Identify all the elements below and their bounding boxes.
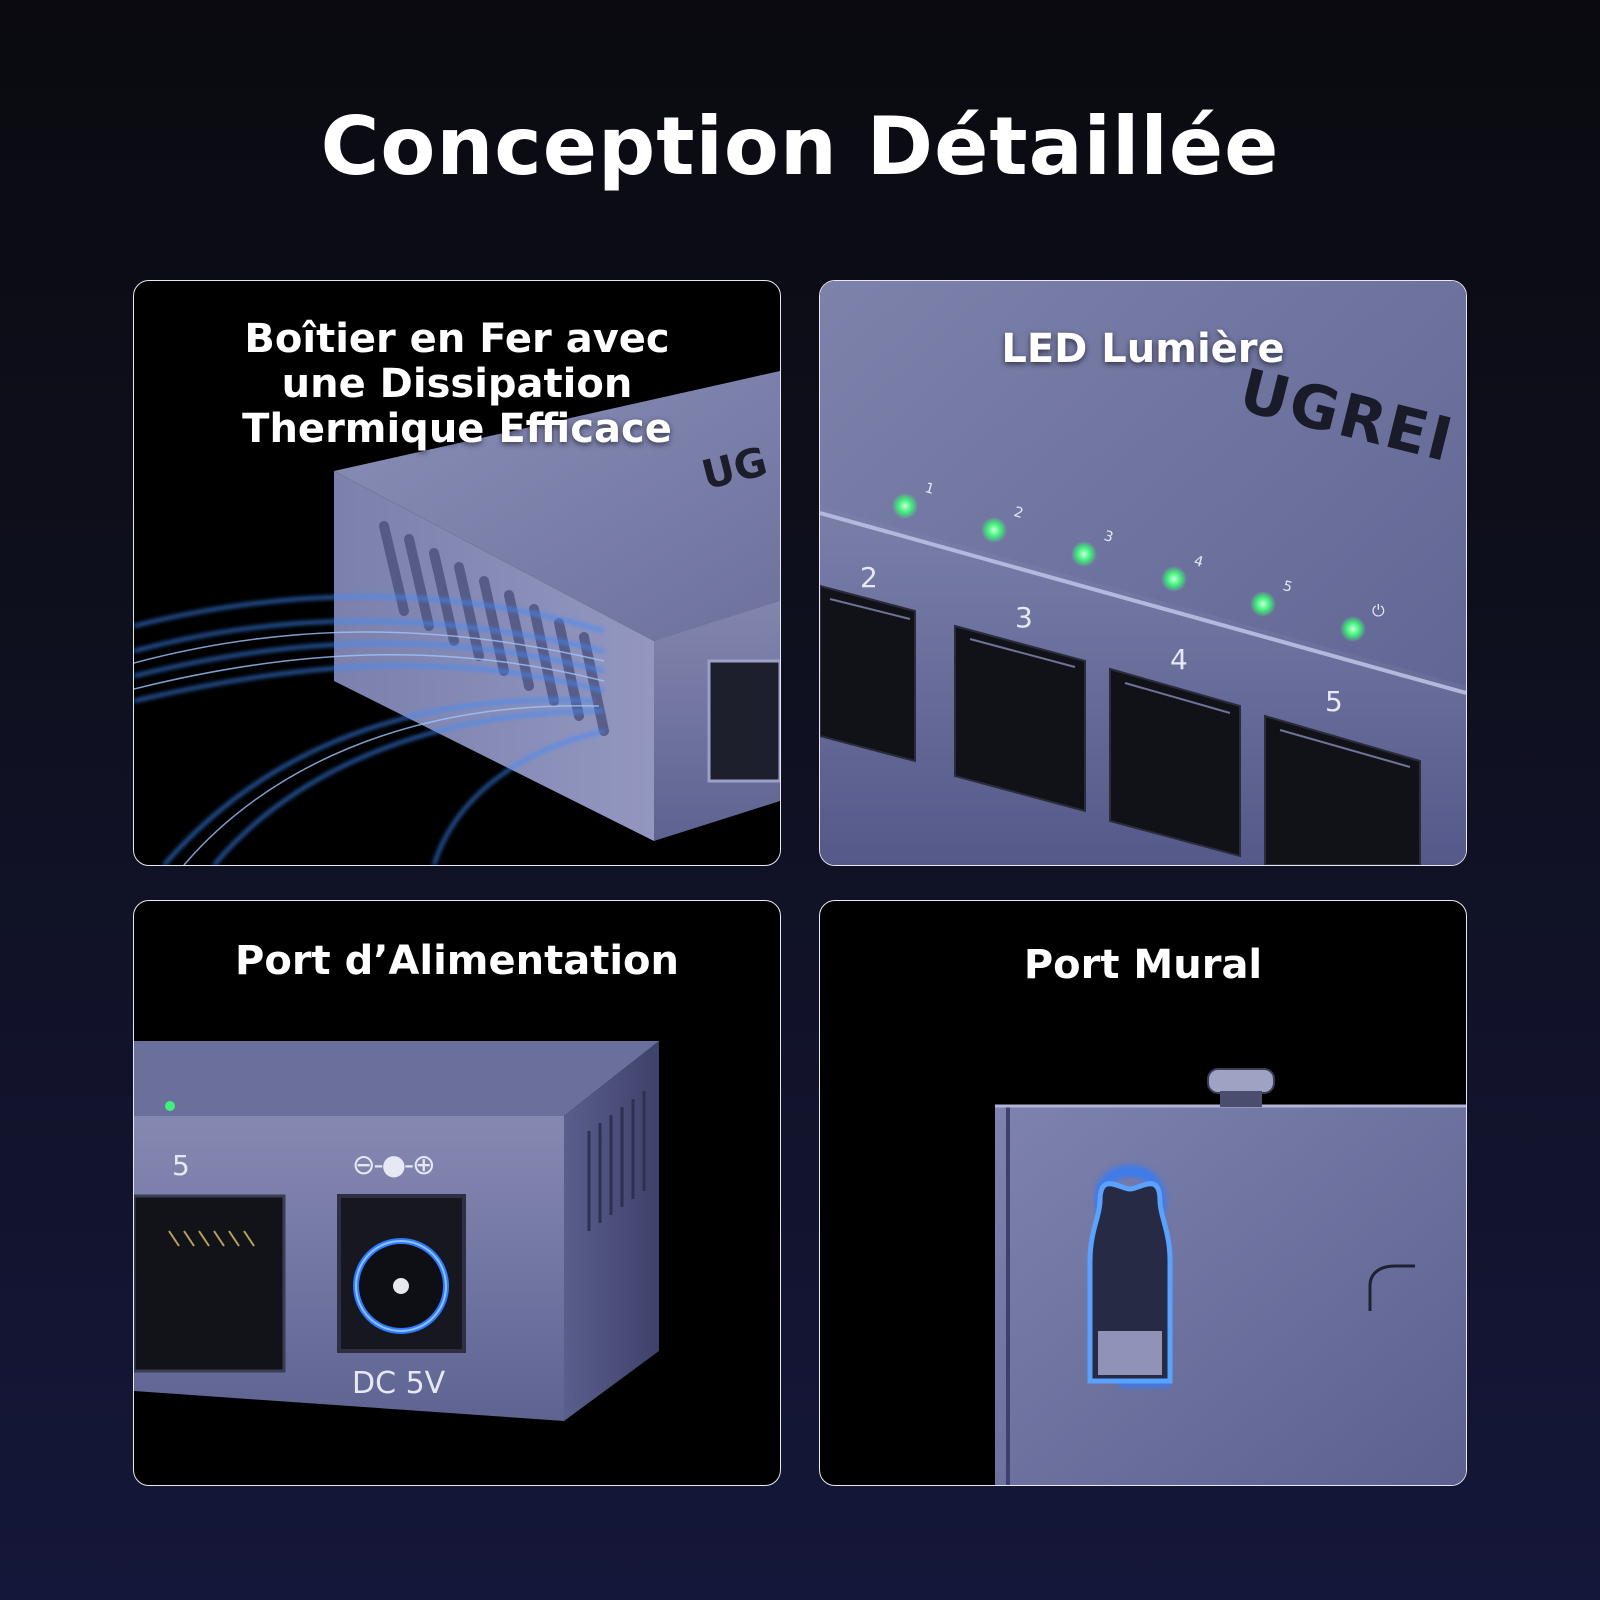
panel-power-port: Port d’Alimentation 5 ⊖-●-⊕ DC 5V: [133, 900, 781, 1486]
port-number: 5: [172, 1149, 190, 1182]
iron-case-illustration: [134, 371, 780, 865]
title-line-1: Boîtier en Fer avec: [244, 316, 670, 362]
power-port-illustration: [134, 1041, 659, 1421]
panel-wall-mount: Port Mural: [819, 900, 1467, 1486]
led-4: [1161, 566, 1187, 592]
panel-power-port-title: Port d’Alimentation: [235, 938, 679, 984]
wall-mount-illustration: [995, 1068, 1466, 1485]
port-number-5: 5: [1325, 685, 1343, 718]
page-title: Conception Détaillée: [320, 100, 1280, 193]
panel-iron-case: Boîtier en Fer avec une Dissipation Ther…: [133, 280, 781, 866]
led-power: [1340, 616, 1366, 642]
led-3: [1071, 541, 1097, 567]
power-icon: ⏻: [1372, 601, 1385, 620]
panel-wall-mount-title: Port Mural: [1023, 942, 1263, 988]
dc-label: DC 5V: [352, 1366, 446, 1401]
port-number-2: 2: [860, 561, 878, 594]
led-5: [1250, 591, 1276, 617]
panel-iron-case-title: Boîtier en Fer avec une Dissipation Ther…: [134, 317, 780, 452]
port-number-4: 4: [1170, 643, 1188, 676]
led-illustration: [820, 281, 1466, 865]
port-number-3: 3: [1015, 601, 1033, 634]
panel-led: LED Lumière UGREI 2 3 4 5 1 2 3 4 5 ⏻: [819, 280, 1467, 866]
title-line-2: une Dissipation: [281, 361, 633, 407]
led-1: [892, 493, 918, 519]
title-line-3: Thermique Efficace: [242, 406, 672, 452]
polarity-icon: ⊖-●-⊕: [352, 1148, 436, 1181]
panel-led-title: LED Lumière: [1001, 326, 1285, 372]
power-led: [165, 1101, 175, 1111]
led-2: [981, 517, 1007, 543]
